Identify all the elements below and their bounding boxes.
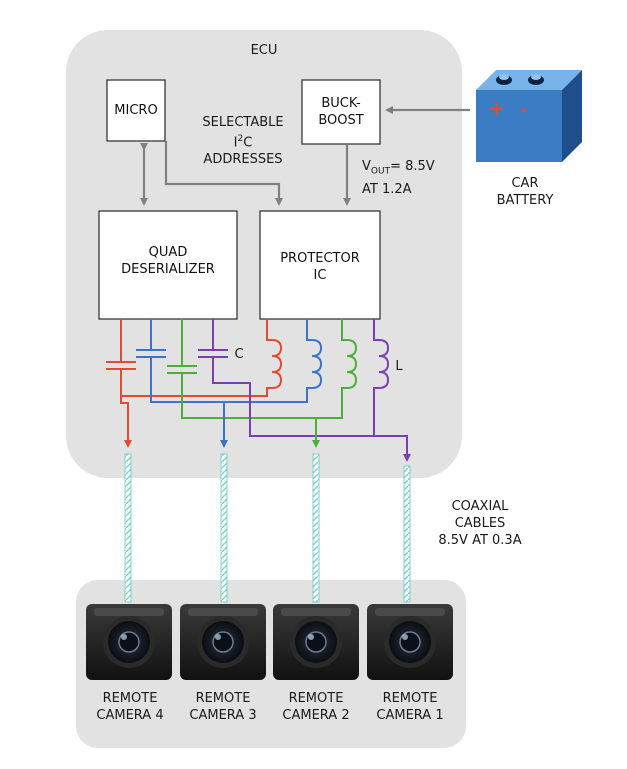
camera-label-3: REMOTE CAMERA 3 xyxy=(189,691,257,723)
camera-label-4: REMOTE CAMERA 4 xyxy=(96,691,164,723)
micro-block xyxy=(106,79,166,142)
vout-label: VOUT= 8.5V AT 1.2A xyxy=(362,159,435,197)
battery-minus-icon: - xyxy=(520,100,528,121)
buck-boost-label: BUCK- BOOST xyxy=(318,96,364,128)
coaxial-cables-label: COAXIAL CABLES 8.5V AT 0.3A xyxy=(438,499,522,548)
camera-label-2: REMOTE CAMERA 2 xyxy=(282,691,350,723)
protector-ic-block xyxy=(259,210,381,320)
quad-deserializer-label: QUAD DESERIALIZER xyxy=(121,245,215,277)
inductor-array xyxy=(121,319,390,437)
quad-deserializer-block xyxy=(98,210,238,320)
car-battery-icon xyxy=(476,70,582,162)
capacitor-label: C xyxy=(234,347,244,362)
coax-cable-3 xyxy=(220,453,228,603)
camera-icon-4 xyxy=(86,604,172,680)
coax-cable-2 xyxy=(312,453,320,603)
coax-cable-1 xyxy=(403,465,411,603)
camera-icon-3 xyxy=(180,604,266,680)
inductor-label: L xyxy=(395,359,403,374)
micro-label: MICRO xyxy=(114,103,158,118)
car-battery-label: CAR BATTERY xyxy=(496,176,554,208)
protector-ic-label: PROTECTOR IC xyxy=(280,251,360,283)
camera-label-1: REMOTE CAMERA 1 xyxy=(376,691,444,723)
purple-output xyxy=(374,435,411,462)
capacitor-array xyxy=(106,319,228,448)
camera-icon-1 xyxy=(367,604,453,680)
i2c-addresses-label: SELECTABLE I2C ADDRESSES xyxy=(202,115,284,168)
ecu-title: ECU xyxy=(250,43,278,58)
battery-plus-icon: + xyxy=(488,96,505,120)
buck-boost-block xyxy=(301,79,381,145)
camera-icon-2 xyxy=(273,604,359,680)
coax-cable-4 xyxy=(124,453,132,603)
micro-protector-link xyxy=(164,141,283,206)
